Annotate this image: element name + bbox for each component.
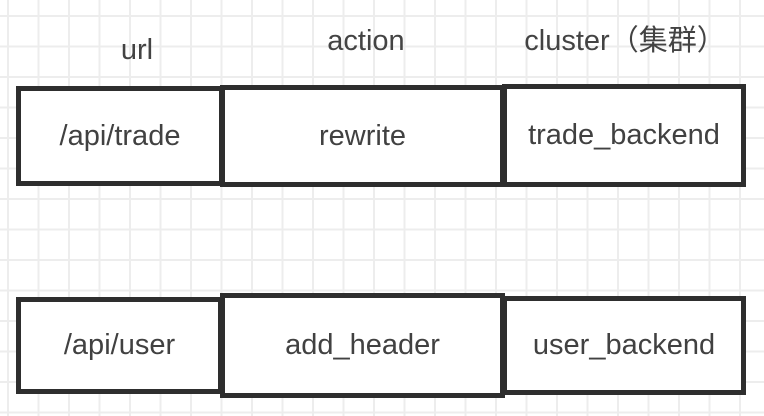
row2-cluster-cell: user_backend (502, 296, 746, 395)
column-header-cluster: cluster（集群） (524, 25, 726, 57)
row2-url-cell: /api/user (16, 297, 223, 394)
column-header-action: action (327, 25, 405, 57)
row2-action-cell: add_header (220, 293, 505, 398)
row1-action-cell: rewrite (220, 85, 505, 187)
row1-url-cell: /api/trade (16, 86, 224, 186)
row1-cluster-cell: trade_backend (502, 84, 746, 187)
column-header-url: url (120, 34, 154, 66)
